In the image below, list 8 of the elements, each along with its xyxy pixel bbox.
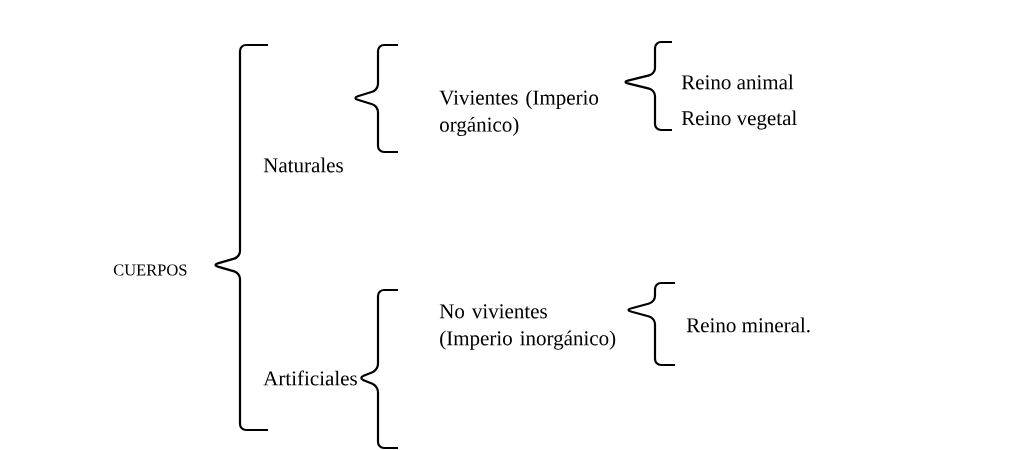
tree-label: Reino animal xyxy=(681,74,794,90)
tree-label: Naturales xyxy=(263,157,343,173)
tree-label: Vivientes (Imperio orgánico) xyxy=(439,89,599,137)
tree-label: Reino vegetal xyxy=(681,110,797,130)
tree-label: No vivientes (Imperio inorgánico) xyxy=(439,304,616,350)
tree-label: Artificiales xyxy=(263,370,357,386)
tree-label: Reino mineral. xyxy=(686,317,810,333)
tree-label: CUERPOS xyxy=(113,264,187,276)
